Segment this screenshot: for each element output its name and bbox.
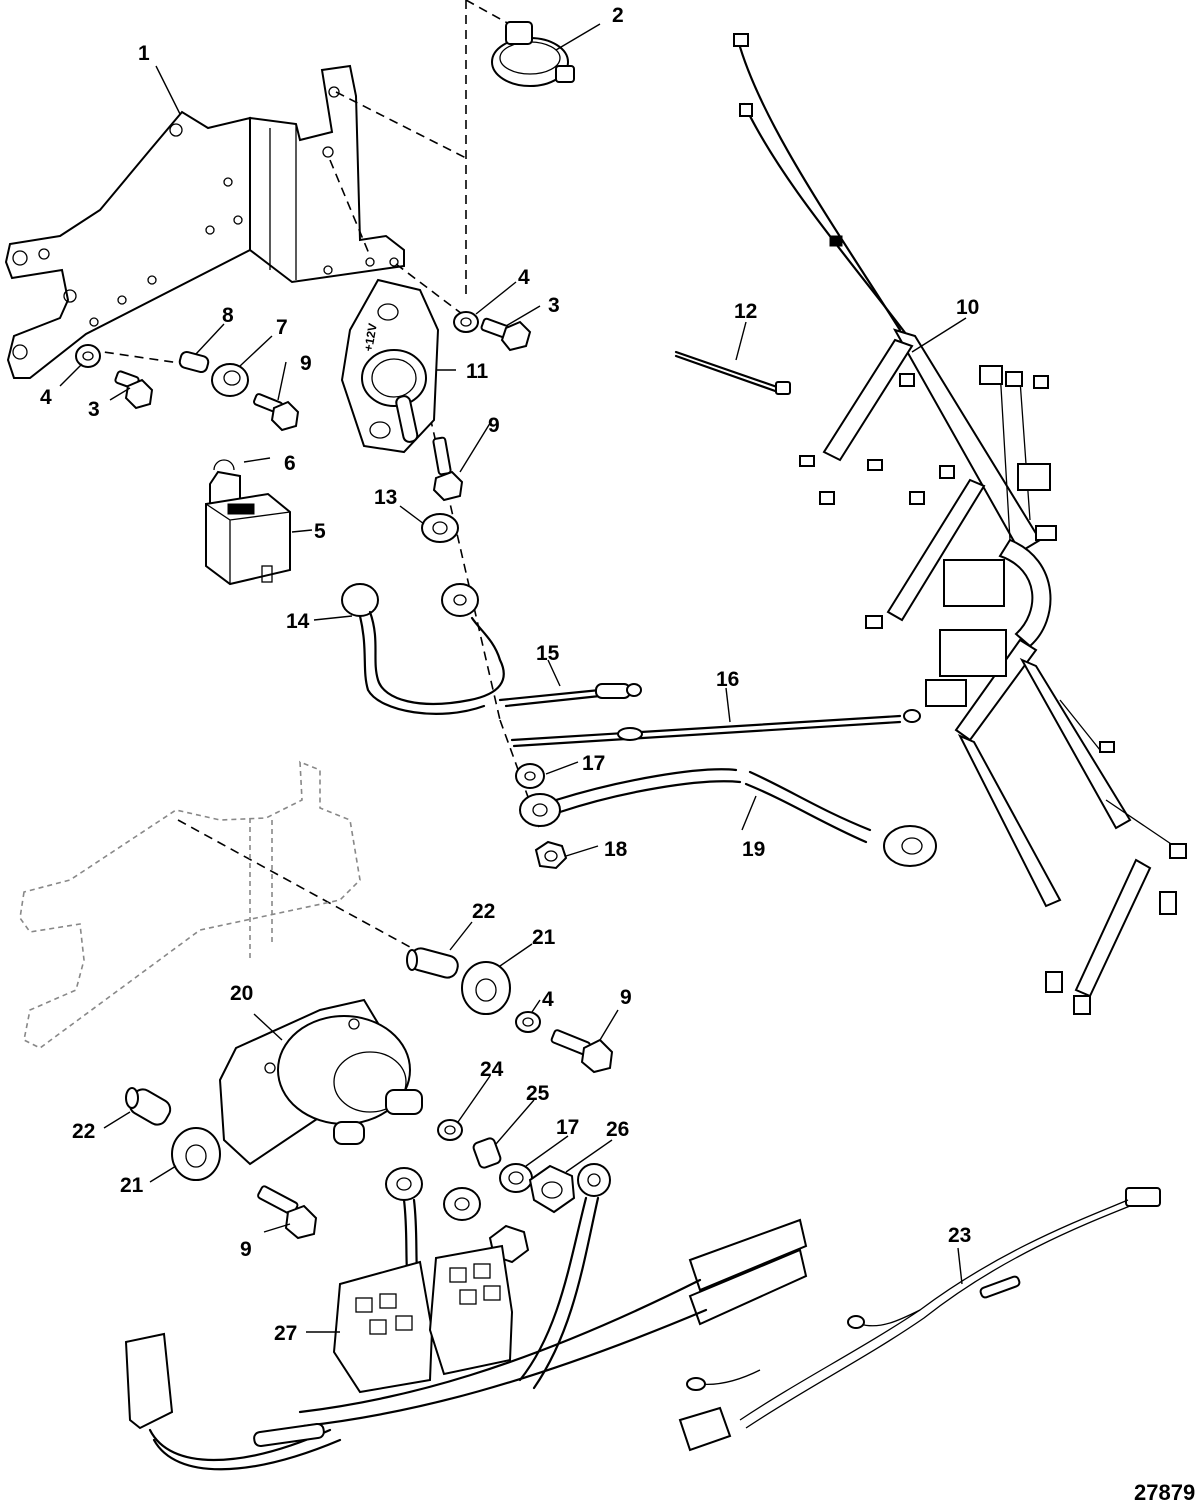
leader-lines (59, 23, 967, 1333)
callout-12: 12 (734, 300, 757, 323)
engine-wiring-harness (733, 33, 1187, 1015)
phantom-bracket (19, 760, 361, 1049)
callout-5: 5 (314, 520, 326, 543)
callout-11: 11 (466, 360, 489, 383)
callout-16: 16 (716, 668, 739, 691)
callout-24: 24 (480, 1058, 504, 1081)
callout-9: 9 (620, 986, 632, 1009)
callout-6: 6 (284, 452, 296, 475)
callout-23: 23 (948, 1224, 971, 1247)
callout-18: 18 (604, 838, 628, 861)
callout-21: 21 (120, 1174, 144, 1197)
callout-15: 15 (536, 642, 560, 665)
callout-27: 27 (274, 1322, 297, 1345)
callout-25: 25 (526, 1082, 550, 1105)
callout-4: 4 (40, 386, 52, 409)
callout-1: 1 (138, 42, 150, 65)
callout-9: 9 (300, 352, 312, 375)
callouts: 1 2 3 3 4 4 4 5 6 7 8 9 9 9 9 10 11 12 1… (40, 4, 979, 1345)
callout-2: 2 (612, 4, 624, 27)
callout-22: 22 (72, 1120, 95, 1143)
callout-3: 3 (548, 294, 560, 317)
callout-9: 9 (488, 414, 500, 437)
callout-21: 21 (532, 926, 556, 949)
hose-clamp (491, 21, 575, 87)
relay (205, 459, 291, 586)
callout-17: 17 (582, 752, 605, 775)
callout-14: 14 (286, 610, 310, 633)
coil-stamp: +12V (361, 322, 380, 352)
battery-switch-solenoid (218, 998, 423, 1166)
callout-10: 10 (956, 296, 979, 319)
tie-strap (674, 350, 791, 395)
trim-harness (678, 1187, 1161, 1452)
callout-19: 19 (742, 838, 765, 861)
callout-26: 26 (606, 1118, 629, 1141)
callout-20: 20 (230, 982, 253, 1005)
callout-7: 7 (276, 316, 288, 339)
callout-8: 8 (222, 304, 234, 327)
callout-3: 3 (88, 398, 100, 421)
callout-17: 17 (556, 1116, 579, 1139)
starter-solenoid: +12V (340, 278, 440, 454)
callout-4: 4 (518, 266, 530, 289)
callout-9: 9 (240, 1238, 252, 1261)
callout-22: 22 (472, 900, 495, 923)
mounting-bracket (4, 64, 405, 379)
hardware (75, 311, 614, 1264)
callout-13: 13 (374, 486, 397, 509)
figure-number: 27879 (1134, 1480, 1195, 1505)
relay-harness (124, 1163, 808, 1471)
callout-4: 4 (542, 988, 554, 1011)
battery-cables (341, 583, 937, 867)
